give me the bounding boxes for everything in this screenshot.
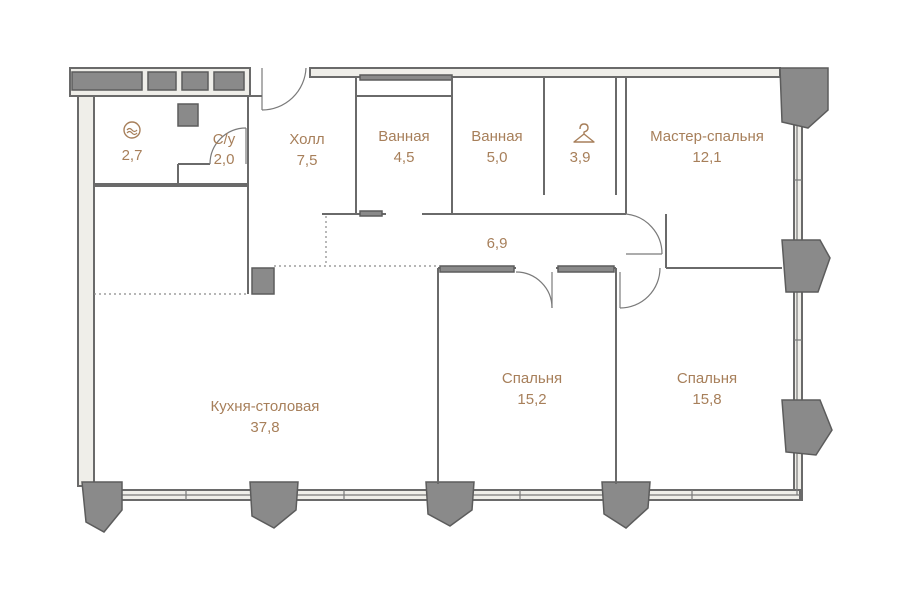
room-area-corridor: 6,9: [487, 235, 508, 252]
columns: [81, 67, 833, 533]
room-name-kitchen: Кухня-столовая: [211, 398, 320, 415]
hanger-icon: [573, 123, 595, 143]
room-area-master: 12,1: [692, 149, 721, 166]
room-name-bedroom2: Спальня: [677, 370, 737, 387]
room-name-bath1: Ванная: [378, 128, 429, 145]
room-area-wardrobe: 3,9: [570, 149, 591, 166]
room-label-bedroom1: Спальня 15,2: [502, 370, 562, 408]
washing-machine-icon: [123, 121, 141, 139]
interior-walls: [94, 67, 782, 484]
room-area-bath2: 5,0: [487, 149, 508, 166]
room-area-bedroom2: 15,8: [692, 391, 721, 408]
room-area-kitchen: 37,8: [250, 419, 279, 436]
room-label-wc: С/у 2,0: [213, 131, 236, 168]
room-name-hall: Холл: [289, 131, 324, 148]
room-label-bath1: Ванная 4,5: [378, 128, 429, 166]
room-area-wc: 2,0: [214, 151, 235, 168]
room-label-master: Мастер-спальня 12,1: [650, 128, 764, 166]
room-area-bath1: 4,5: [394, 149, 415, 166]
room-label-hall: Холл 7,5: [289, 131, 324, 169]
room-name-master: Мастер-спальня: [650, 128, 764, 145]
zone-lines: [94, 216, 438, 295]
room-area-hall: 7,5: [297, 152, 318, 169]
top-left-wall-details: [71, 71, 453, 91]
room-label-utility: 2,7: [122, 147, 143, 164]
room-area-utility: 2,7: [122, 147, 143, 164]
window-mullions: [185, 179, 802, 500]
room-label-corridor: 6,9: [487, 235, 508, 252]
room-area-bedroom1: 15,2: [517, 391, 546, 408]
room-label-kitchen: Кухня-столовая 37,8: [211, 398, 320, 436]
room-label-bedroom2: Спальня 15,8: [677, 370, 737, 408]
room-label-wardrobe: 3,9: [570, 149, 591, 166]
room-name-wc: С/у: [213, 131, 236, 148]
room-label-bath2: Ванная 5,0: [471, 128, 522, 166]
room-name-bath2: Ванная: [471, 128, 522, 145]
room-name-bedroom1: Спальня: [502, 370, 562, 387]
